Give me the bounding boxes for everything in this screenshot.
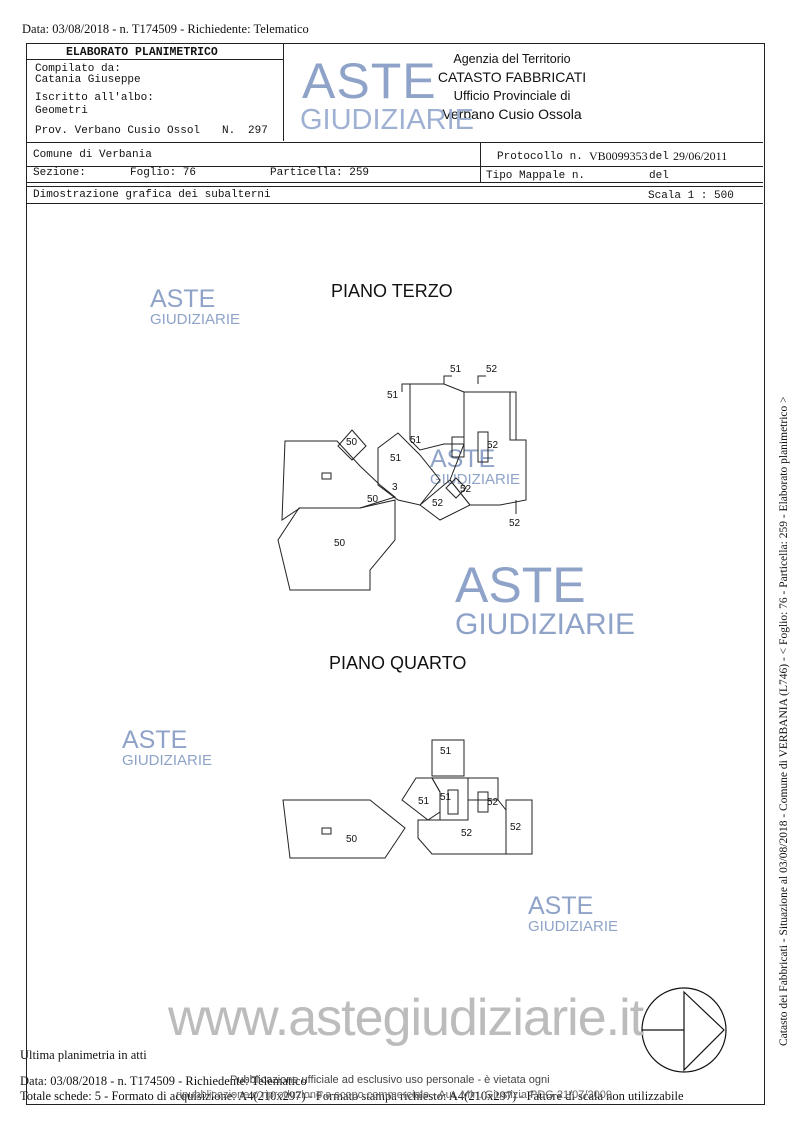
label-t-51c: 51 — [410, 435, 422, 446]
terzo-52-stub — [477, 375, 486, 384]
protocollo-number: VB0099353 — [589, 149, 648, 163]
terzo-unit-51-upper — [409, 383, 465, 451]
dimostrazione-label: Dimostrazione grafica dei subalterni — [33, 189, 271, 201]
label-q-51b: 51 — [418, 796, 430, 807]
label-t-52e: 52 — [509, 518, 521, 529]
tipo-del: del — [649, 170, 669, 182]
label-q-51a: 51 — [440, 746, 452, 757]
quarto-stair-2 — [477, 791, 489, 813]
albo-label: Iscritto all'albo: — [35, 92, 154, 104]
label-q-52c: 52 — [461, 828, 473, 839]
terzo-unit-52-lower — [419, 479, 471, 521]
prov-label: Prov. Verbano Cusio Ossol — [35, 125, 201, 137]
terzo-stair-core — [377, 432, 441, 506]
scala-label: Scala 1 : 500 — [648, 190, 734, 202]
terzo-labels: 51 52 51 50 51 51 3 50 52 52 52 50 52 — [334, 364, 521, 549]
footer-overlay-1: Pubblicazione ufficiale ad esclusivo uso… — [230, 1074, 550, 1086]
terzo-unit-52-small — [445, 477, 467, 499]
sezione-label: Sezione: — [33, 167, 86, 179]
footer-line-1: Data: 03/08/2018 - n. T174509 - Richiede… — [20, 1074, 307, 1088]
label-t-52a: 52 — [486, 364, 498, 375]
label-t-50a: 50 — [346, 437, 358, 448]
ufficio-label: Ufficio Provinciale di — [453, 88, 571, 103]
terzo-east-edge — [510, 391, 527, 500]
foglio-label: Foglio: 76 — [130, 167, 197, 179]
side-catasto-text: Catasto dei Fabbricati - Situazione al 0… — [778, 396, 790, 1046]
label-t-50b: 50 — [367, 494, 379, 505]
label-t-51a: 51 — [450, 364, 462, 375]
albo-value: Geometri — [35, 105, 88, 117]
particella-label: Particella: 259 — [270, 167, 370, 179]
document-frame — [26, 43, 765, 1105]
terzo-51-stub — [443, 375, 452, 384]
north-arrow-icon — [641, 987, 727, 1073]
terzo-51-tab — [401, 383, 410, 392]
tipo-mappale-label: Tipo Mappale n. — [486, 170, 586, 182]
quarto-unit-51-top — [431, 739, 465, 777]
quarto-unit-50 — [282, 799, 406, 859]
watermark-header-sub: GIUDIZIARIE — [300, 106, 474, 135]
terzo-opening — [321, 472, 332, 480]
label-t-52c: 52 — [460, 484, 472, 495]
terzo-unit-50-diamond — [337, 429, 367, 461]
compiler-box: ELABORATO PLANIMETRICO Compilato da: Cat… — [26, 43, 284, 141]
watermark-aste: ASTE — [302, 53, 437, 109]
piano-terzo-title: PIANO TERZO — [331, 281, 453, 301]
protocollo-date: 29/06/2011 — [673, 149, 728, 163]
label-q-52b: 52 — [510, 822, 522, 833]
terzo-stair-2 — [477, 431, 489, 463]
protocollo-label: Protocollo n. — [497, 151, 583, 163]
prov-n-label: N. — [222, 125, 236, 137]
terzo-unit-50-upper — [281, 440, 397, 521]
label-t-51d: 51 — [390, 453, 402, 464]
label-t-51b: 51 — [387, 390, 399, 401]
agency-block: Agenzia del Territorio CATASTO FABBRICAT… — [400, 52, 624, 122]
compiled-name: Catania Giuseppe — [35, 74, 141, 86]
compiled-label: Compilato da: — [35, 63, 121, 75]
prov-n: 297 — [248, 125, 268, 137]
top-info-line: Data: 03/08/2018 - n. T174509 - Richiede… — [22, 22, 309, 36]
label-t-52b: 52 — [487, 440, 499, 451]
label-t-50c: 50 — [334, 538, 346, 549]
footer-line-2: Totale schede: 5 - Formato di acquisizio… — [20, 1089, 684, 1103]
quarto-opening — [321, 827, 332, 835]
comune-label: Comune di Verbania — [33, 149, 152, 161]
footer-overlay-2: ripubblicazione o riproduzione a scopo c… — [176, 1089, 612, 1101]
label-t-52d: 52 — [432, 498, 444, 509]
agency-name: Agenzia del Territorio — [453, 52, 571, 66]
city-label: Verbano Cusio Ossola — [442, 106, 582, 122]
watermark-giudiziarie: GIUDIZIARIE — [300, 104, 475, 136]
doc-title: ELABORATO PLANIMETRICO — [66, 46, 218, 59]
quarto-unit-52-bottom — [417, 799, 507, 855]
quarto-stair-1 — [447, 789, 459, 815]
watermark-site: www.astegiudiziarie.it — [168, 989, 644, 1047]
label-q-50: 50 — [346, 834, 358, 845]
catasto-title: CATASTO FABBRICATI — [437, 69, 587, 85]
ultima-planimetria: Ultima planimetria in atti — [20, 1048, 147, 1062]
terzo-stair-1 — [451, 436, 465, 458]
terzo-unit-50-lower — [277, 499, 396, 591]
quarto-labels: 51 51 51 52 52 52 50 — [346, 746, 522, 845]
label-q-51c: 51 — [440, 792, 452, 803]
watermark-header: ASTE — [302, 56, 437, 106]
label-q-52a: 52 — [487, 797, 499, 808]
protocollo-del: del — [649, 151, 669, 163]
label-t-3: 3 — [392, 482, 398, 493]
quarto-unit-52-right — [505, 799, 533, 855]
piano-quarto-title: PIANO QUARTO — [329, 653, 467, 673]
